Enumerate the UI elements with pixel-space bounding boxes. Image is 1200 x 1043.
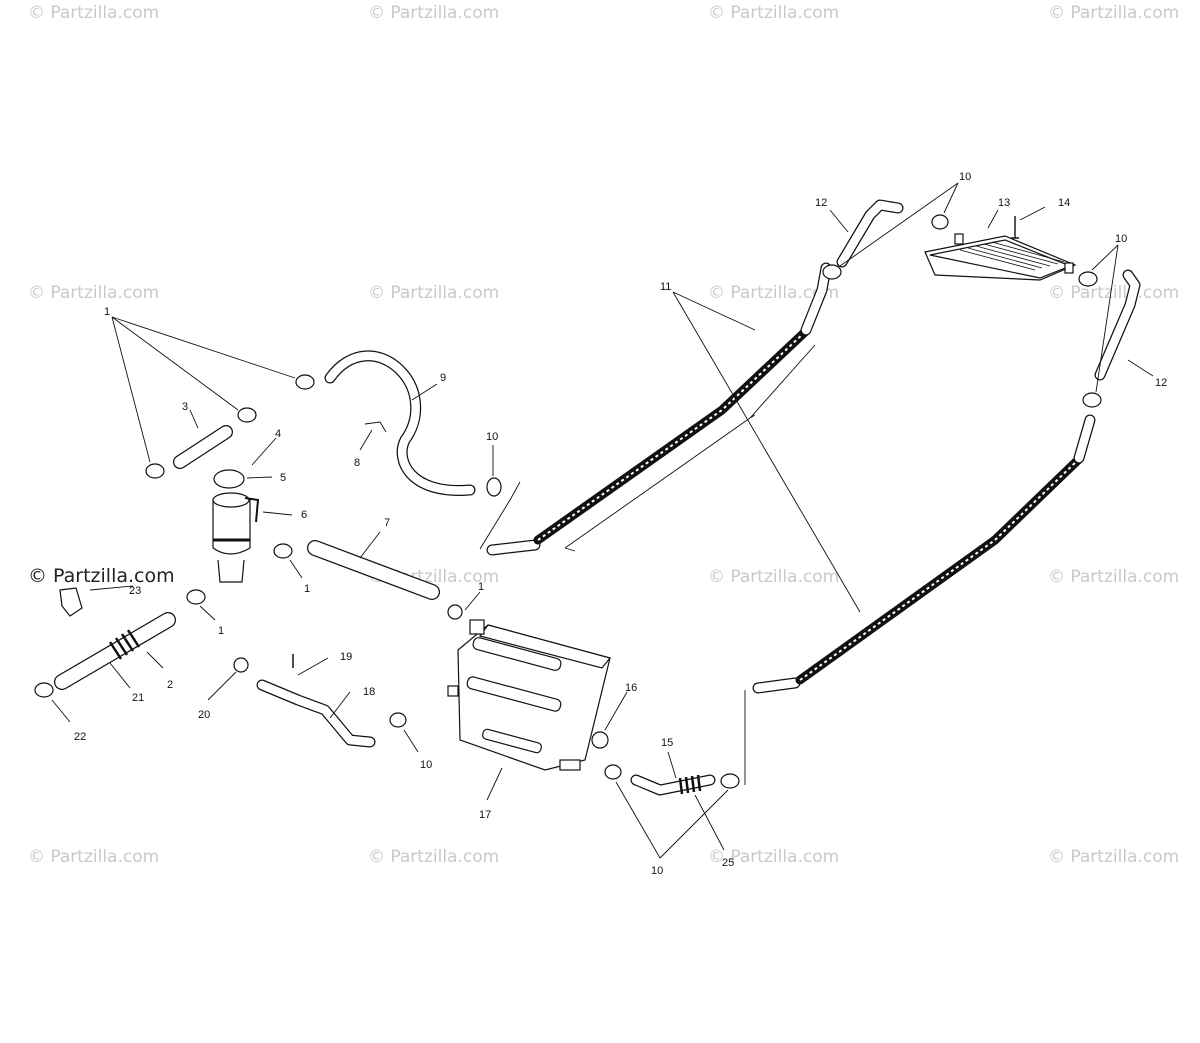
watermark: © Partzilla.com [708, 283, 839, 303]
callout-10: 10 [486, 431, 498, 443]
watermark: © Partzilla.com [1048, 847, 1179, 867]
watermark: © Partzilla.com [28, 565, 175, 587]
engine-block [447, 619, 612, 771]
clamps [34, 214, 1102, 789]
watermark: © Partzilla.com [368, 3, 499, 23]
callout-22: 22 [74, 731, 86, 743]
callout-13: 13 [998, 197, 1010, 209]
hose-18 [256, 679, 376, 748]
leader-lines [51, 182, 1154, 859]
callout-10: 10 [1115, 233, 1127, 245]
watermark: © Partzilla.com [28, 847, 159, 867]
callout-25: 25 [722, 857, 734, 869]
callout-16: 16 [625, 682, 637, 694]
watermark: © Partzilla.com [1048, 3, 1179, 23]
callout-10: 10 [651, 865, 663, 877]
callout-8: 8 [354, 457, 360, 469]
callout-3: 3 [182, 401, 188, 413]
watermarks: © Partzilla.com © Partzilla.com © Partzi… [28, 3, 1179, 867]
callout-15: 15 [661, 737, 673, 749]
clip-23 [59, 587, 83, 617]
callout-1: 1 [104, 306, 110, 318]
watermark: © Partzilla.com [708, 847, 839, 867]
callout-9: 9 [440, 372, 446, 384]
watermark: © Partzilla.com [28, 283, 159, 303]
callout-7: 7 [384, 517, 390, 529]
watermark: © Partzilla.com [28, 3, 159, 23]
watermark: © Partzilla.com [708, 3, 839, 23]
hose-9 [324, 350, 476, 496]
callout-1: 1 [218, 625, 224, 637]
callout-23: 23 [129, 585, 141, 597]
pipe-3 [173, 425, 233, 469]
pipe-21 [54, 612, 176, 690]
short-hose-12-left [836, 199, 904, 268]
callout-14: 14 [1058, 197, 1070, 209]
callout-12: 12 [1155, 377, 1167, 389]
callout-1: 1 [304, 583, 310, 595]
watermark: © Partzilla.com [368, 847, 499, 867]
pin-8 [364, 421, 387, 433]
pipe-7 [307, 540, 440, 600]
callout-21: 21 [132, 692, 144, 704]
callout-1: 1 [478, 581, 484, 593]
watermark: © Partzilla.com [368, 283, 499, 303]
callout-10: 10 [959, 171, 971, 183]
watermark: © Partzilla.com [1048, 567, 1179, 587]
screw-14 [1011, 216, 1019, 239]
short-hose-12-right [1094, 269, 1141, 381]
callout-19: 19 [340, 651, 352, 663]
callout-20: 20 [198, 709, 210, 721]
coolant-reservoir [212, 492, 260, 583]
callout-labels: 1 1 1 1 1 2 3 4 5 6 7 8 9 10 10 10 10 10… [74, 171, 1167, 877]
callout-18: 18 [363, 686, 375, 698]
callout-17: 17 [479, 809, 491, 821]
reservoir-cap [213, 469, 245, 489]
callout-12: 12 [815, 197, 827, 209]
long-hose-upper [479, 262, 832, 556]
callout-6: 6 [301, 509, 307, 521]
hose-15 [630, 774, 716, 796]
callout-4: 4 [275, 428, 281, 440]
long-hose-lower [744, 414, 1096, 785]
callout-11: 11 [660, 281, 671, 293]
callout-5: 5 [280, 472, 286, 484]
heat-exchanger [924, 233, 1077, 281]
watermark: © Partzilla.com [1048, 283, 1179, 303]
watermark: © Partzilla.com [708, 567, 839, 587]
callout-10: 10 [420, 759, 432, 771]
callout-2: 2 [167, 679, 173, 691]
